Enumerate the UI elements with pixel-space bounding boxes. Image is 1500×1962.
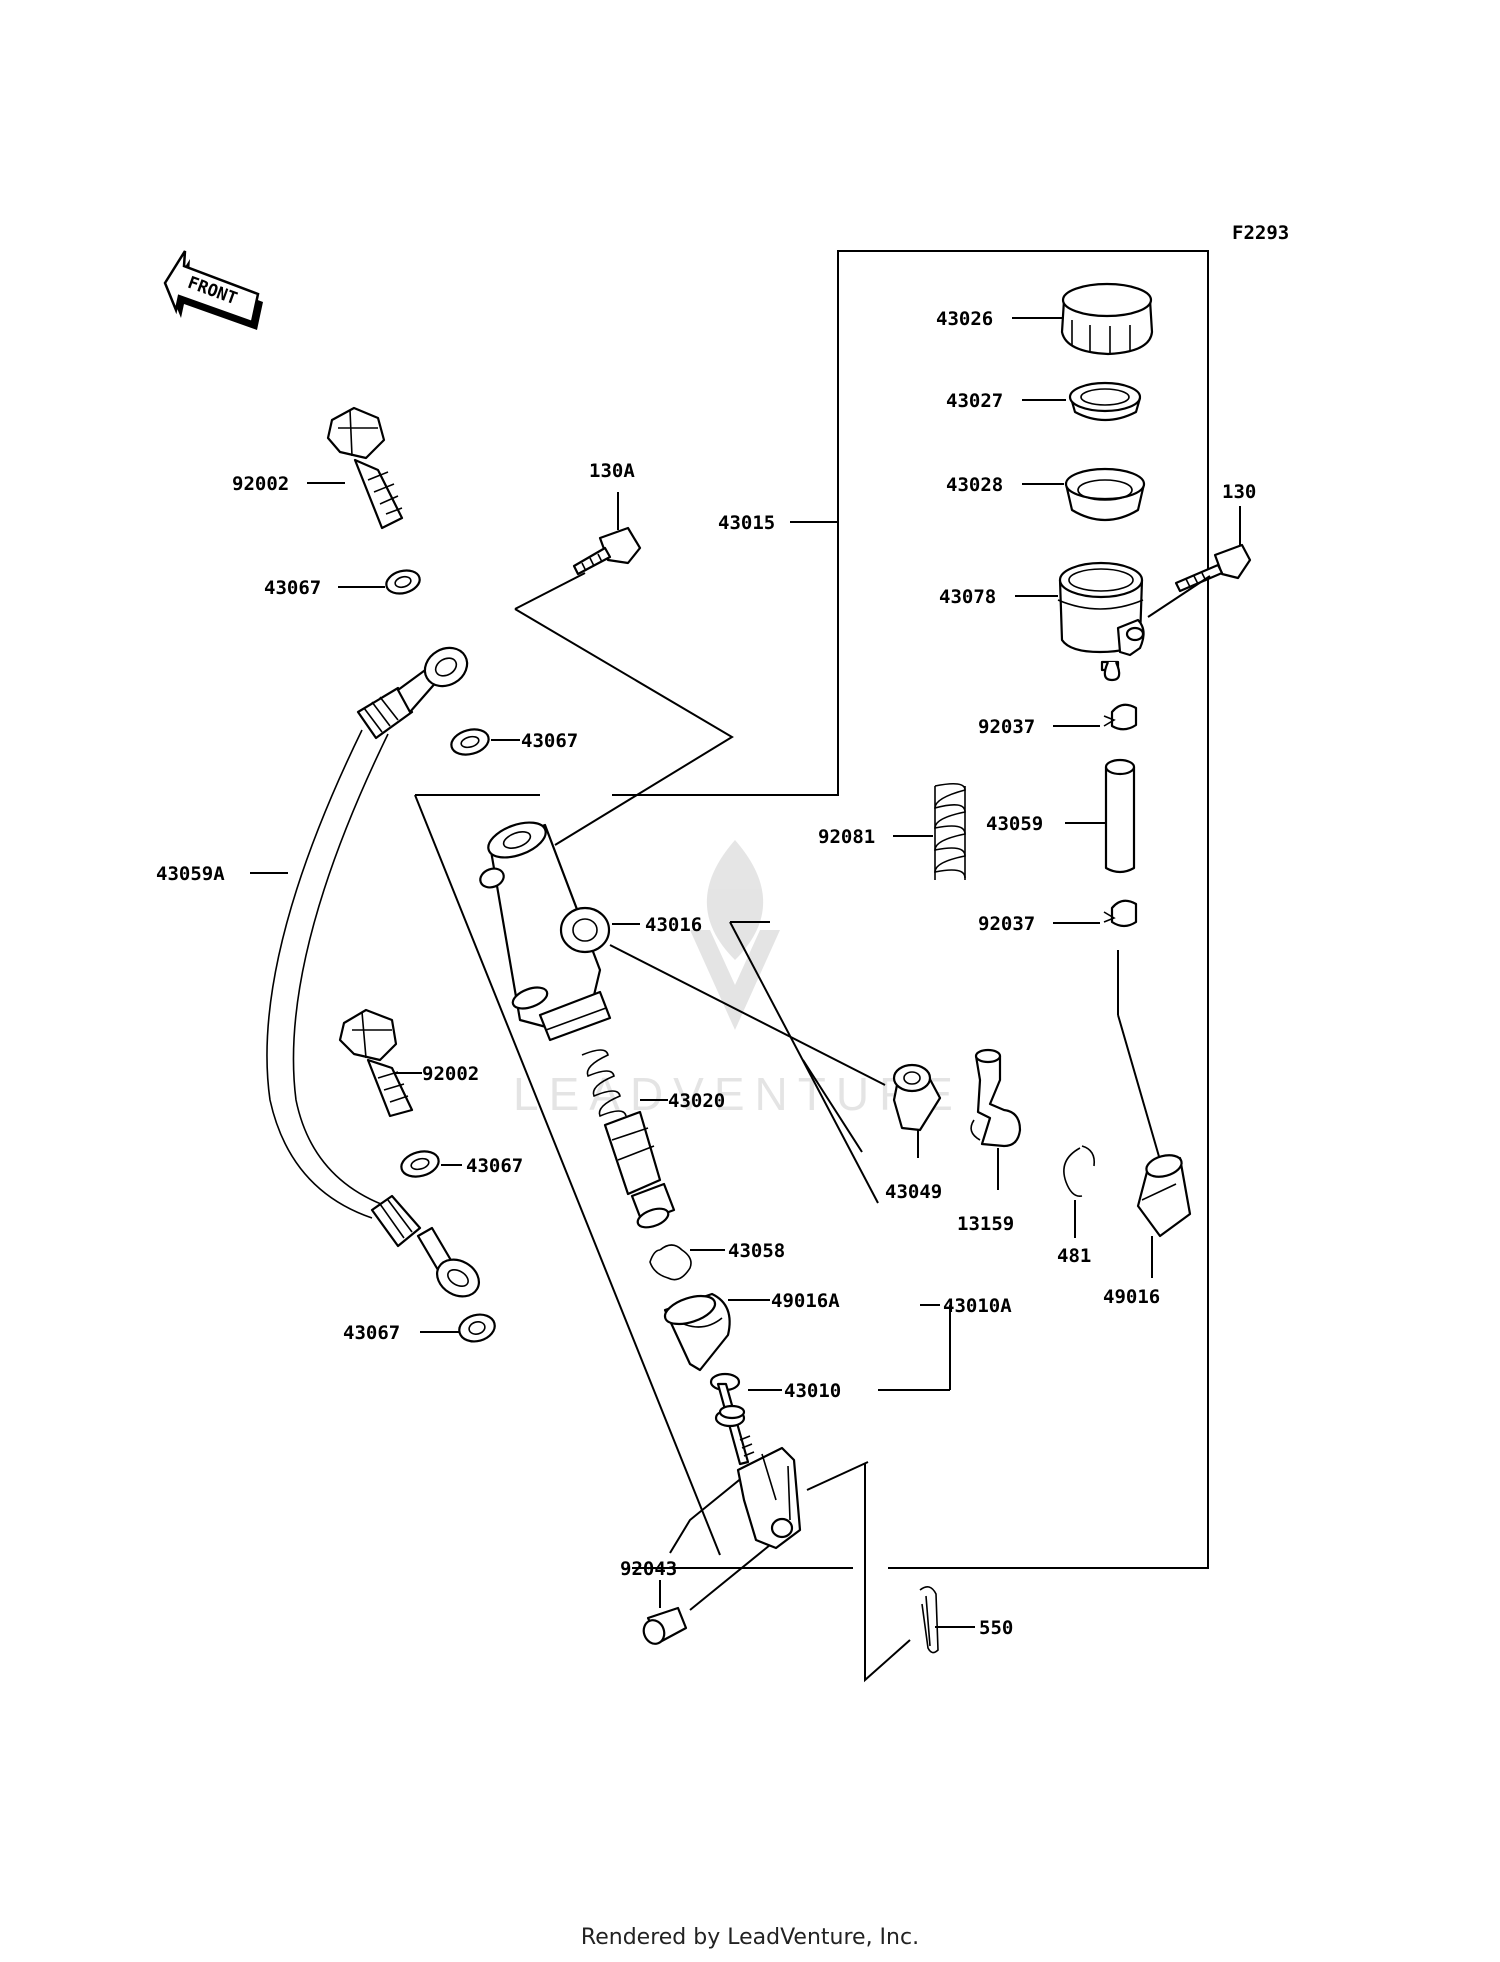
label-43020[interactable]: 43020	[668, 1090, 725, 1112]
label-43067-a[interactable]: 43067	[264, 577, 321, 599]
callout-labels: 43026 43027 43028 43078 130 43015 130A 9…	[156, 308, 1256, 1639]
label-43067-d[interactable]: 43067	[343, 1322, 400, 1344]
label-43067-b[interactable]: 43067	[521, 730, 578, 752]
label-43059[interactable]: 43059	[986, 813, 1043, 835]
cap-49016[interactable]	[1136, 1152, 1192, 1238]
reservoir-43078[interactable]	[1057, 561, 1145, 682]
label-43026[interactable]: 43026	[936, 308, 993, 330]
label-49016[interactable]: 49016	[1103, 1286, 1160, 1308]
label-43078[interactable]: 43078	[939, 586, 996, 608]
spring-92081[interactable]	[934, 782, 966, 880]
label-92002-top[interactable]: 92002	[232, 473, 289, 495]
master-cylinder-body-43016[interactable]	[478, 816, 612, 1042]
front-arrow-icon: FRONT	[163, 250, 263, 330]
label-92037-bottom[interactable]: 92037	[978, 913, 1035, 935]
pushrod-43010[interactable]	[709, 1372, 802, 1550]
washer-43067-d[interactable]	[456, 1311, 498, 1345]
bolt-130[interactable]	[1174, 543, 1252, 593]
bolt-130a[interactable]	[572, 526, 642, 576]
diaphragm-43028[interactable]	[1064, 467, 1146, 521]
label-130a[interactable]: 130A	[589, 460, 635, 482]
hose-clamp-92037-top[interactable]	[1103, 703, 1138, 731]
label-49016a[interactable]: 49016A	[771, 1290, 840, 1312]
hose-clamp-92037-bottom[interactable]	[1103, 899, 1138, 928]
grommet-43049[interactable]	[892, 1063, 942, 1132]
label-43028[interactable]: 43028	[946, 474, 1003, 496]
label-43058[interactable]: 43058	[728, 1240, 785, 1262]
figure-code: F2293	[1232, 222, 1289, 244]
banjo-bolt-92002-top[interactable]	[326, 406, 404, 530]
label-550[interactable]: 550	[979, 1617, 1013, 1639]
label-130[interactable]: 130	[1222, 481, 1256, 503]
reservoir-cap-43026[interactable]	[1060, 282, 1154, 356]
washer-43067-c[interactable]	[399, 1147, 442, 1180]
label-92002-mid[interactable]: 92002	[422, 1063, 479, 1085]
reservoir-hose-43059[interactable]	[1104, 758, 1136, 874]
pin-92043[interactable]	[640, 1606, 688, 1647]
label-43010[interactable]: 43010	[784, 1380, 841, 1402]
label-43059a[interactable]: 43059A	[156, 863, 225, 885]
label-43067-c[interactable]: 43067	[466, 1155, 523, 1177]
label-92037-top[interactable]: 92037	[978, 716, 1035, 738]
plate-43027[interactable]	[1068, 381, 1142, 422]
label-43016[interactable]: 43016	[645, 914, 702, 936]
label-43015[interactable]: 43015	[718, 512, 775, 534]
label-43049[interactable]: 43049	[885, 1181, 942, 1203]
cotter-pin-550[interactable]	[919, 1586, 939, 1654]
brake-hose-43059a[interactable]	[266, 640, 486, 1303]
circlip-43058[interactable]	[649, 1244, 692, 1281]
banjo-bolt-92002-mid[interactable]	[338, 1008, 414, 1118]
label-13159[interactable]: 13159	[957, 1213, 1014, 1235]
watermark: LEADVENTURE	[513, 840, 963, 1120]
leader-lines	[250, 317, 1241, 1628]
label-43010a[interactable]: 43010A	[943, 1295, 1012, 1317]
piston-43020[interactable]	[581, 1049, 676, 1231]
circlip-481[interactable]	[1063, 1145, 1096, 1198]
label-43027[interactable]: 43027	[946, 390, 1003, 412]
label-92043[interactable]: 92043	[620, 1558, 677, 1580]
watermark-text: LEADVENTURE	[513, 1068, 963, 1120]
label-481[interactable]: 481	[1057, 1245, 1091, 1267]
label-92081[interactable]: 92081	[818, 826, 875, 848]
footer-credit: Rendered by LeadVenture, Inc.	[581, 1925, 919, 1950]
fitting-13159[interactable]	[970, 1048, 1022, 1148]
washer-43067-b[interactable]	[449, 725, 492, 758]
washer-43067-a[interactable]	[384, 567, 423, 597]
boot-49016a[interactable]	[662, 1291, 731, 1372]
assembly-frames	[414, 250, 1209, 1683]
